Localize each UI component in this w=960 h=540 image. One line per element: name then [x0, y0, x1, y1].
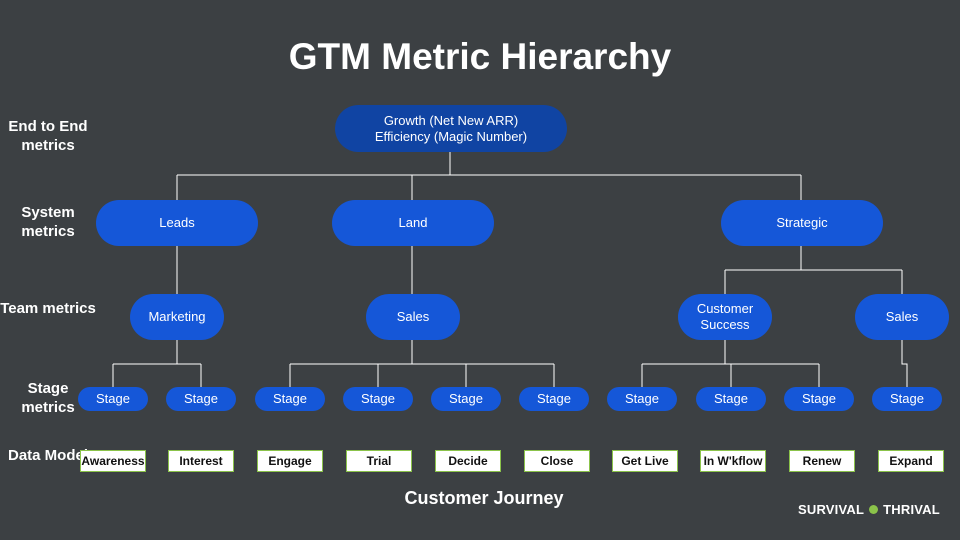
- team-node-sales-expand: Sales: [855, 294, 949, 340]
- row-label-stage: Stage metrics: [21, 380, 75, 416]
- connector-sales-expand: [901, 340, 908, 387]
- stage-node-close: Stage: [519, 387, 589, 411]
- stage-node-interest: Stage: [166, 387, 236, 411]
- row-label-data-model: Data Model: [7, 447, 88, 464]
- data-model-get-live: Get Live: [612, 450, 678, 472]
- root-growth: Growth (Net New ARR): [383, 112, 519, 128]
- system-node-land: Land: [332, 200, 494, 246]
- data-model-in-workflow: In W'kflow: [700, 450, 766, 472]
- data-model-trial: Trial: [346, 450, 412, 472]
- stage-node-awareness: Stage: [78, 387, 148, 411]
- team-node-marketing: Marketing: [130, 294, 224, 340]
- system-node-strategic: Strategic: [721, 200, 883, 246]
- data-model-expand: Expand: [878, 450, 944, 472]
- connector-strategic: [724, 246, 903, 294]
- stage-node-in-workflow: Stage: [696, 387, 766, 411]
- row-label-team: Team metrics: [0, 300, 96, 317]
- connector-cs: [641, 340, 820, 387]
- team-node-customer-success: Customer Success: [678, 294, 772, 340]
- stage-node-get-live: Stage: [607, 387, 677, 411]
- stage-node-expand: Stage: [872, 387, 942, 411]
- data-model-interest: Interest: [168, 450, 234, 472]
- root-node: Growth (Net New ARR) Efficiency (Magic N…: [335, 105, 567, 152]
- connector-root: [176, 152, 802, 200]
- customer-journey-label: Customer Journey: [404, 488, 564, 508]
- logo-right-text: THRIVAL: [883, 501, 940, 517]
- data-model-renew: Renew: [789, 450, 855, 472]
- system-node-leads: Leads: [96, 200, 258, 246]
- stage-node-engage: Stage: [255, 387, 325, 411]
- stage-node-trial: Stage: [343, 387, 413, 411]
- data-model-close: Close: [524, 450, 590, 472]
- stage-node-renew: Stage: [784, 387, 854, 411]
- data-model-engage: Engage: [257, 450, 323, 472]
- row-label-end-to-end: End to End metrics: [8, 118, 88, 154]
- connector-marketing: [112, 340, 202, 387]
- root-efficiency: Efficiency (Magic Number): [374, 128, 528, 144]
- data-model-awareness: Awareness: [80, 450, 146, 472]
- page-title: GTM Metric Hierarchy: [288, 36, 672, 77]
- data-model-decide: Decide: [435, 450, 501, 472]
- logo-left-text: SURVIVAL: [798, 501, 865, 517]
- survival-thrival-logo: SURVIVAL THRIVAL: [798, 500, 940, 518]
- team-node-sales: Sales: [366, 294, 460, 340]
- row-label-system: System metrics: [21, 204, 75, 240]
- stage-node-decide: Stage: [431, 387, 501, 411]
- connector-sales: [289, 340, 555, 387]
- logo-dot-icon: [869, 504, 879, 514]
